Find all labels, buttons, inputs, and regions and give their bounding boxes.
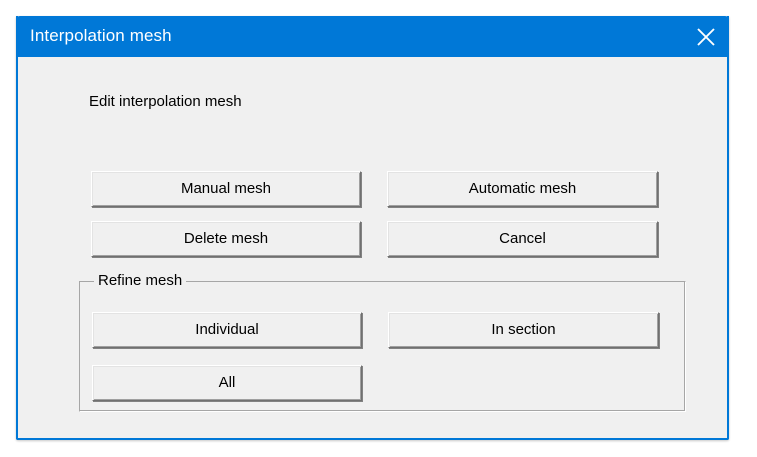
automatic-mesh-button[interactable]: Automatic mesh: [387, 171, 658, 207]
refine-mesh-legend: Refine mesh: [94, 272, 187, 290]
edit-interpolation-mesh-label: Edit interpolation mesh: [89, 93, 242, 110]
dialog-client-area: Edit interpolation mesh Manual mesh Auto…: [18, 57, 727, 436]
dialog-title-bar[interactable]: Interpolation mesh: [16, 16, 729, 57]
close-button[interactable]: [683, 16, 729, 57]
individual-button[interactable]: Individual: [92, 312, 362, 348]
in-section-button[interactable]: In section: [388, 312, 659, 348]
all-button[interactable]: All: [92, 365, 362, 401]
dialog-title: Interpolation mesh: [30, 26, 172, 45]
refine-mesh-group: Refine mesh Individual In section All: [79, 272, 686, 412]
manual-mesh-button[interactable]: Manual mesh: [91, 171, 361, 207]
interpolation-mesh-dialog: Interpolation mesh Edit interpolation me…: [16, 16, 729, 440]
cancel-button[interactable]: Cancel: [387, 221, 658, 257]
delete-mesh-button[interactable]: Delete mesh: [91, 221, 361, 257]
